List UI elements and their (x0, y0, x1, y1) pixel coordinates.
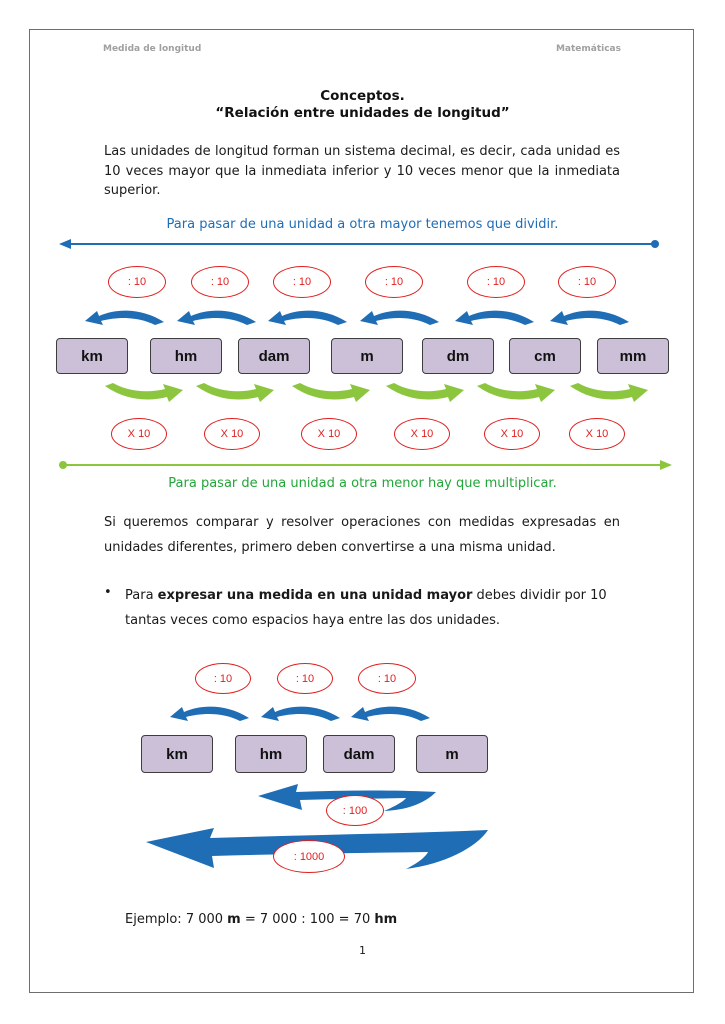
example-unit-from: m (227, 912, 241, 927)
header-subject-right: Matemáticas (555, 44, 621, 54)
divide-note: Para pasar de una unidad a otra mayor te… (166, 217, 559, 232)
divide-oval: : 10 (195, 663, 251, 694)
unit-box-cm: cm (509, 338, 581, 374)
curved-arrow-left-icon (455, 310, 534, 325)
unit-box-dam: dam (238, 338, 310, 374)
bullet-text-start: Para (125, 588, 158, 603)
bullet-text-bold: expresar una medida en una unidad mayor (157, 588, 473, 603)
multiply-note: Para pasar de una unidad a otra menor ha… (168, 476, 557, 491)
curved-arrow-right-icon (386, 383, 464, 402)
unit-box-hm: hm (150, 338, 222, 374)
right-arrow-line-icon (59, 460, 672, 470)
example-text-middle: = 7 000 : 100 = 70 (240, 912, 375, 927)
title-relation: “Relación entre unidades de longitud” (215, 105, 510, 121)
curved-arrow-left-icon (268, 310, 347, 325)
divide-oval: : 10 (273, 266, 331, 298)
bullet-dot: • (104, 585, 112, 600)
multiply-oval: X 10 (394, 418, 450, 450)
example-text-start: Ejemplo: 7 000 (125, 912, 228, 927)
curved-arrow-right-icon (292, 383, 370, 402)
unit-box-m: m (331, 338, 403, 374)
divide-oval: : 10 (558, 266, 616, 298)
title-concepts: Conceptos. (320, 88, 405, 104)
compare-paragraph: Si queremos comparar y resolver operacio… (104, 515, 620, 555)
divide-oval: : 10 (191, 266, 249, 298)
divide-oval: : 10 (277, 663, 333, 694)
unit-box-dm: dm (422, 338, 494, 374)
curved-arrow-left-icon (177, 310, 256, 325)
span-oval-1000: : 1000 (273, 840, 345, 873)
curved-arrow-right-icon (477, 383, 555, 402)
bullet-paragraph: Para expresar una medida en una unidad m… (125, 583, 625, 633)
multiply-oval: X 10 (569, 418, 625, 450)
divide-oval: : 10 (108, 266, 166, 298)
unit-box-hm: hm (235, 735, 307, 773)
span-oval-100: : 100 (326, 795, 384, 826)
multiply-oval: X 10 (111, 418, 167, 450)
page-border (29, 29, 694, 993)
unit-box-m: m (416, 735, 488, 773)
curved-arrow-left-icon (85, 310, 164, 325)
multiply-oval: X 10 (204, 418, 260, 450)
curved-arrow-left-icon (351, 706, 430, 721)
curved-arrow-left-icon (360, 310, 439, 325)
bullet-text-end: debes dividir por 10 tantas veces como e… (125, 588, 607, 628)
page-number: 1 (359, 944, 366, 957)
unit-box-km: km (141, 735, 213, 773)
curved-arrow-right-icon (105, 383, 183, 402)
divide-oval: : 10 (365, 266, 423, 298)
divide-oval: : 10 (467, 266, 525, 298)
example-line: Ejemplo: 7 000 m = 7 000 : 100 = 70 hm (125, 910, 397, 930)
unit-box-dam: dam (323, 735, 395, 773)
header-subject-left: Medida de longitud (103, 44, 202, 54)
example-unit-to: hm (374, 912, 398, 927)
multiply-oval: X 10 (301, 418, 357, 450)
multiply-oval: X 10 (484, 418, 540, 450)
unit-box-mm: mm (597, 338, 669, 374)
curved-arrow-right-icon (196, 383, 274, 402)
curved-arrow-left-icon (261, 706, 340, 721)
intro-paragraph: Las unidades de longitud forman un siste… (104, 144, 620, 198)
divide-oval: : 10 (358, 663, 416, 694)
unit-box-km: km (56, 338, 128, 374)
curved-arrow-left-icon (550, 310, 629, 325)
curved-arrow-left-icon (170, 706, 249, 721)
left-arrow-line-icon (59, 239, 659, 249)
curved-arrow-right-icon (570, 383, 648, 402)
